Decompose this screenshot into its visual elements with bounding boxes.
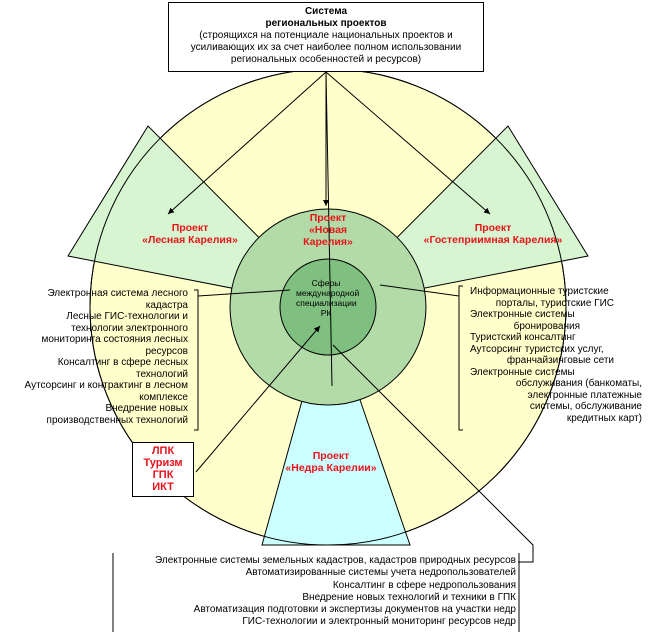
list-item: Электронные системы <box>470 309 575 320</box>
arrow-clusters-to-center <box>195 325 321 473</box>
list-item: Внедрение новых технологий и техники в Г… <box>302 591 516 603</box>
bottom-bracket <box>332 344 534 563</box>
list-item: системы, обслуживание <box>529 401 642 412</box>
list-item: франчайзинговые сети <box>506 355 614 366</box>
center-label: Сферы международной специализации РК <box>296 278 360 318</box>
list-item: Электронные системы <box>470 366 575 378</box>
project-subsoil: Проект «Недра Карелии» <box>285 450 377 474</box>
list-item: Туристский консалтинг <box>470 332 576 343</box>
title-box: Система региональных проектов (строящихс… <box>168 2 484 72</box>
list-item: ГИС-технологии и электронный мониторинг … <box>242 616 516 628</box>
list-item: Консалтинг в сфере недропользования <box>332 579 516 591</box>
list-item: кредитных карт) <box>566 412 642 424</box>
clusters-box: ЛПК Туризм ГПК ИКТ <box>132 442 194 497</box>
list-item: Электронные системы земельных кадастров,… <box>155 555 516 566</box>
right-list: Информационные туристские порталы, турис… <box>470 286 646 424</box>
title-line-4: усиливающих их за счет наиболее полном и… <box>190 42 462 53</box>
bottom-list: Электронные системы земельных кадастров,… <box>116 555 516 629</box>
project-hospitality: Проект «Гостеприимная Карелия» <box>423 222 563 246</box>
list-item: Аутсорсинг туристских услуг, <box>470 343 604 355</box>
title-line-2: региональных проектов <box>265 18 387 29</box>
title-line-5: региональных особенностей и ресурсов) <box>230 54 422 65</box>
list-item: технологии электронного <box>71 322 188 334</box>
cluster-item: Туризм <box>143 457 183 469</box>
cluster-item: ЛПК <box>151 445 175 457</box>
left-list: Электронная система лесного кадастра Лес… <box>2 288 188 426</box>
title-line-3: (строящихся на потенциале национальных п… <box>199 30 453 41</box>
list-item: бронирования <box>513 320 580 332</box>
list-item: Консалтинг в сфере лесных <box>57 357 188 368</box>
title-line-1: Система <box>304 6 348 17</box>
list-item: мониторинга состояния лесных <box>41 334 188 345</box>
list-item: Аутсорсинг и контрактинг в лесном <box>24 380 188 391</box>
arrow-to-forest <box>167 71 327 215</box>
inner-circle <box>279 258 377 356</box>
list-item: кадастра <box>145 299 188 311</box>
cluster-item: ГПК <box>152 469 174 481</box>
arrow-to-subsoil <box>325 71 333 387</box>
list-item: обслуживания (банкоматы, <box>515 378 642 389</box>
list-item: порталы, туристские ГИС <box>495 297 614 309</box>
list-item: ресурсов <box>145 345 188 357</box>
list-item: Лесные ГИС-технологии и <box>66 311 188 322</box>
left-bracket <box>194 289 199 431</box>
project-new: Проект «Новая Карелия» <box>303 212 353 248</box>
right-bracket <box>458 285 463 431</box>
list-item: Автоматизация подготовки и экспертизы до… <box>193 604 516 616</box>
arrow-to-hospitality <box>325 71 491 215</box>
list-item: Автоматизированные системы учета недропо… <box>245 567 516 579</box>
cluster-item: ИКТ <box>152 481 174 493</box>
list-item: технологий <box>135 368 188 380</box>
list-item: электронные платежные <box>527 389 642 401</box>
list-item: производственных технологий <box>46 414 188 426</box>
list-item: Электронная система лесного <box>47 288 188 299</box>
list-item: комплексе <box>139 391 188 403</box>
list-item: Внедрение новых <box>105 403 188 414</box>
project-forest: Проект «Лесная Карелия» <box>142 222 238 246</box>
list-item: Информационные туристские <box>470 286 609 297</box>
